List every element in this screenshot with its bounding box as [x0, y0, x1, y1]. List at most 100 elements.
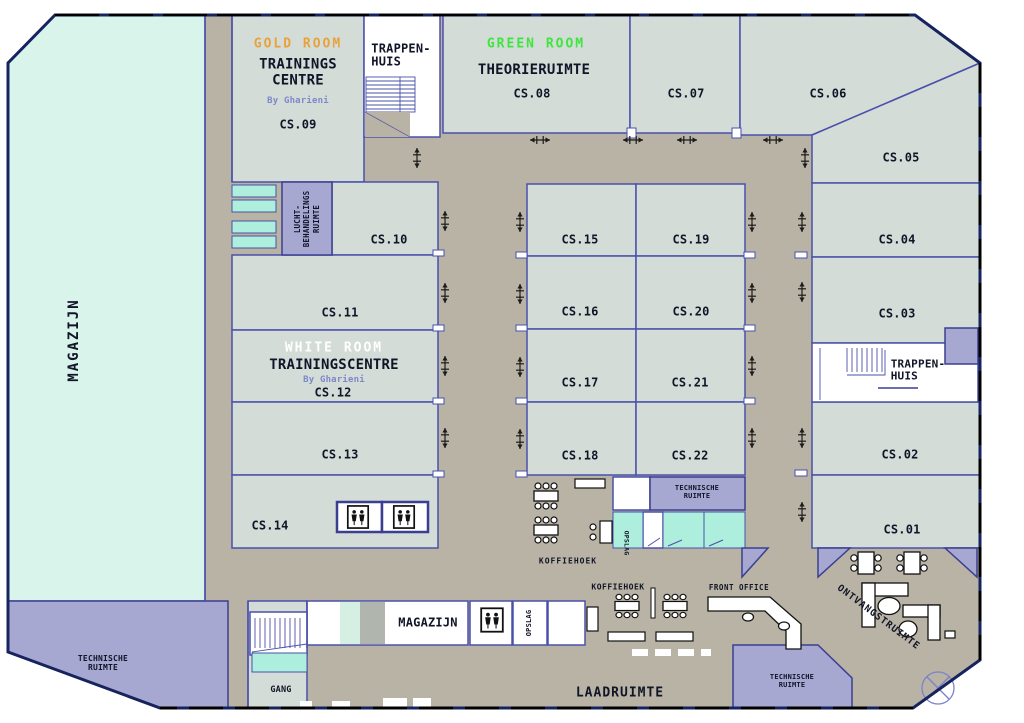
magazijn-left-area — [7, 14, 206, 602]
room-opslag-bottom — [512, 600, 548, 646]
room-cs15 — [526, 183, 637, 257]
label-green-room: GREEN ROOM — [486, 36, 586, 52]
label-theorieruimte: THEORIERUIMTE — [477, 62, 591, 79]
label-cs08: CS.08 — [513, 86, 551, 101]
stairs-gang — [251, 618, 308, 653]
purple-wedge — [817, 547, 852, 579]
label-cs04: CS.04 — [878, 232, 916, 247]
label-gold-room: GOLD ROOM — [253, 36, 343, 52]
room-white-mid — [612, 476, 651, 511]
label-trappenhuis-right: TRAPPEN-HUIS — [890, 357, 946, 383]
building-outline — [6, 13, 982, 710]
label-cs14: CS.14 — [251, 518, 289, 533]
label-trappenhuis-top: TRAPPEN-HUIS — [371, 41, 431, 69]
gang-mint-strip — [251, 652, 308, 673]
label-laadruimte: LAADRUIMTE — [575, 685, 665, 701]
room-white-cs12 — [231, 329, 439, 403]
magazijn-grey-patch — [360, 602, 385, 644]
room-tech-bottom-right — [732, 644, 853, 709]
stairs-top — [364, 76, 416, 138]
label-cs07: CS.07 — [667, 86, 705, 101]
ac-unit — [231, 220, 277, 234]
room-opslag-mid — [612, 511, 644, 549]
room-cs19 — [635, 183, 746, 257]
room-cs20 — [635, 255, 746, 330]
label-cs19: CS.19 — [672, 232, 710, 247]
cabin-doors — [647, 537, 724, 547]
room-cs16 — [526, 255, 637, 330]
restroom-icon — [392, 505, 416, 529]
room-cs22 — [635, 401, 746, 476]
label-cs06: CS.06 — [809, 86, 847, 101]
label-cs15: CS.15 — [561, 232, 599, 247]
cabin — [703, 511, 746, 549]
cabin — [662, 511, 705, 549]
skylight-dashes — [300, 649, 711, 707]
room-extra-bottom — [547, 600, 586, 646]
mint-details — [231, 184, 746, 673]
rooms-layer — [231, 14, 982, 709]
white-rooms-layer — [249, 14, 979, 656]
label-gold-by-gharieni: By Gharieni — [267, 95, 329, 106]
room-lucht — [281, 181, 333, 256]
stairs-right — [819, 348, 918, 400]
room-cs17 — [526, 328, 637, 403]
label-trainingscentre: TRAININGSCENTRE — [269, 357, 399, 374]
ac-unit — [231, 199, 277, 213]
room-cs07 — [629, 14, 741, 134]
koffiehoek-mid-furniture — [533, 478, 613, 544]
label-cs05: CS.05 — [882, 150, 920, 165]
ac-unit — [231, 184, 277, 198]
label-cs22: CS.22 — [671, 448, 709, 463]
ac-unit — [231, 235, 277, 249]
label-cs12: CS.12 — [314, 385, 352, 400]
room-cs02 — [811, 401, 981, 476]
lounge-furniture — [850, 551, 956, 641]
label-cs18: CS.18 — [561, 448, 599, 463]
label-magazijn-bottom: MAGAZIJN — [398, 615, 458, 630]
label-cs11: CS.11 — [321, 305, 359, 320]
purple-wedge — [741, 547, 770, 579]
label-magazijn-left: MAGAZIJN — [66, 298, 83, 382]
purple-wedge — [943, 547, 978, 579]
label-opslag-bottom: OPSLAG — [525, 609, 534, 637]
label-white-by-gharieni: By Gharieni — [303, 374, 365, 385]
koffiehoek-bottom-furniture — [586, 587, 694, 642]
room-cs11 — [231, 254, 439, 331]
label-cs02: CS.02 — [881, 447, 919, 462]
label-koffiehoek-bottom: KOFFIEHOEK — [591, 582, 645, 592]
room-cs21 — [635, 328, 746, 403]
label-opslag-mid: OPSLAG — [622, 530, 631, 556]
label-cs10: CS.10 — [370, 232, 408, 247]
room-gold-cs09 — [231, 14, 365, 183]
label-cs13: CS.13 — [321, 447, 359, 462]
restroom-icon — [480, 607, 504, 633]
label-cs16: CS.16 — [561, 304, 599, 319]
room-cs10 — [331, 181, 439, 256]
purple-block-right — [944, 327, 979, 365]
label-cs20: CS.20 — [672, 304, 710, 319]
label-koffiehoek-mid: KOFFIEHOEK — [538, 556, 598, 566]
label-white-room: WHITE ROOM — [284, 340, 384, 356]
magazijn-mint-patch — [340, 602, 360, 644]
restroom-icon — [346, 505, 370, 529]
room-tech-mid — [649, 476, 746, 511]
label-gang: GANG — [270, 685, 292, 696]
front-office-desk — [707, 596, 802, 650]
label-cs21: CS.21 — [671, 375, 709, 390]
label-cs09: CS.09 — [279, 117, 317, 132]
room-cs18 — [526, 401, 637, 476]
room-cs01 — [811, 474, 981, 549]
label-cs17: CS.17 — [561, 375, 599, 390]
room-cs13 — [231, 401, 439, 476]
purple-rooms-layer — [7, 181, 979, 709]
label-front-office: FRONT OFFICE — [708, 582, 770, 592]
extra-walls — [204, 15, 308, 708]
